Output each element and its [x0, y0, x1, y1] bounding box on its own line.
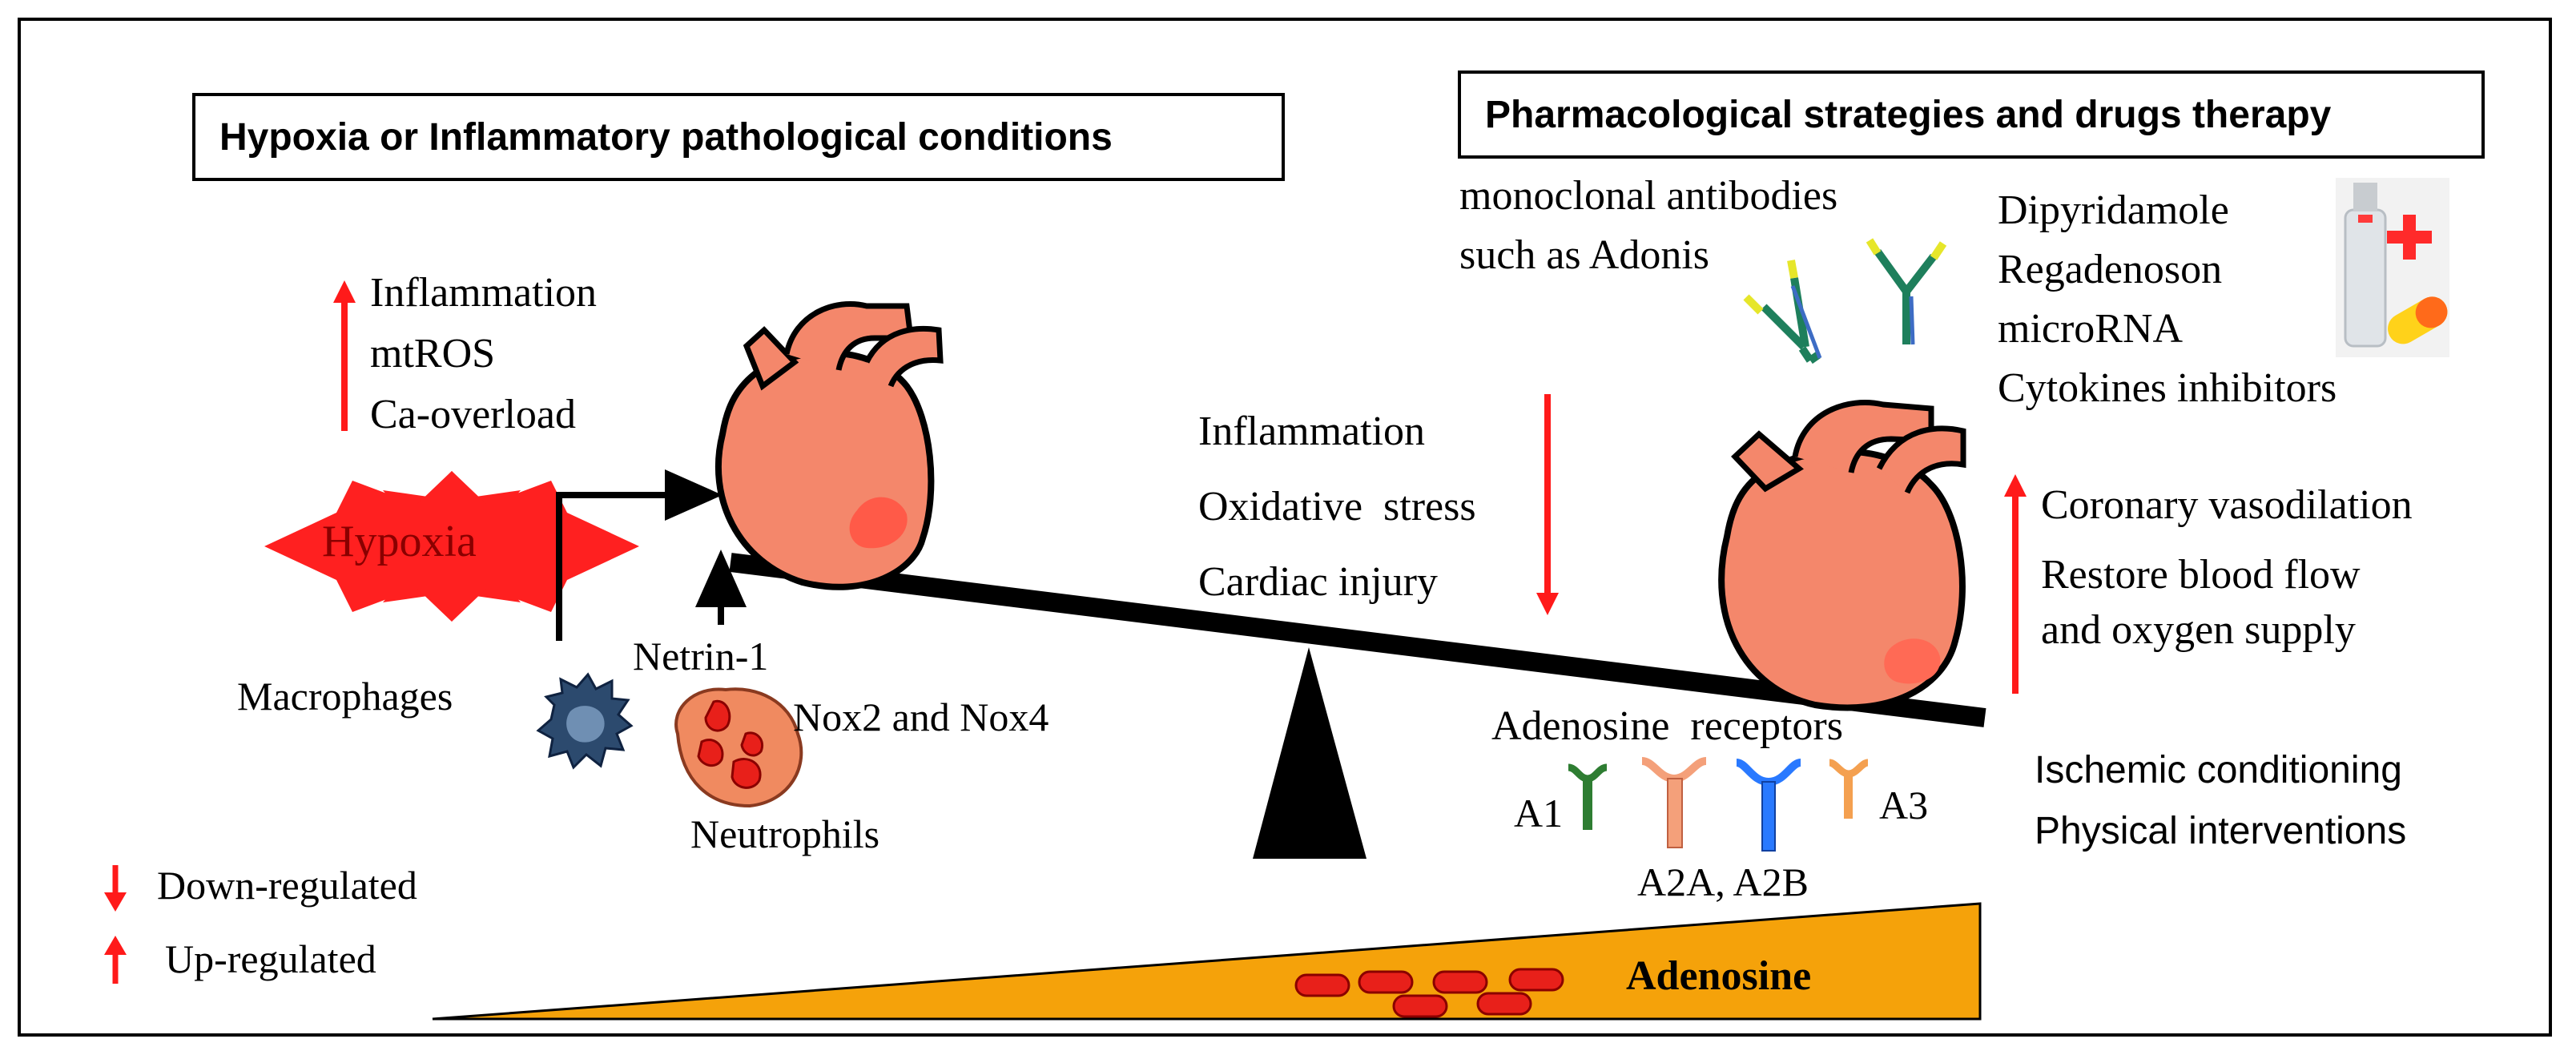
neutrophil-icon: [674, 687, 803, 808]
legend-down-label: Down-regulated: [157, 863, 417, 908]
list-item: Physical interventions: [2035, 810, 2407, 852]
left-header-box: Hypoxia or Inflammatory pathological con…: [192, 93, 1285, 181]
legend-down-arrow-head: [104, 892, 127, 912]
right-header: Pharmacological strategies and drugs the…: [1485, 93, 2332, 136]
list-item: Inflammation: [370, 270, 598, 316]
heart-icon: [714, 301, 944, 590]
macrophage-icon: [536, 672, 634, 770]
list-item: Dipyridamole: [1998, 187, 2229, 233]
receptor-icon: [1641, 757, 1707, 848]
red-blood-cell-icon: [1476, 992, 1532, 1016]
heart-icon: [1718, 400, 1966, 711]
list-item: Restore blood flow: [2041, 552, 2361, 598]
neutrophils-label: Neutrophils: [690, 811, 880, 856]
list-item: Oxidative stress: [1198, 484, 1476, 530]
red-blood-cell-icon: [1432, 970, 1488, 994]
list-item: Ca-overload: [370, 392, 577, 437]
left-header: Hypoxia or Inflammatory pathological con…: [219, 115, 1113, 159]
up-arrow-head: [333, 280, 356, 303]
hypoxia-star-wide: [264, 471, 639, 622]
drug-list: Dipyridamole Regadenoson microRNA Cytoki…: [1998, 181, 2337, 418]
adenosine-gradient-wedge: [432, 902, 1982, 1021]
receptor-a1-label: A1: [1514, 791, 1564, 836]
left-up-list: Inflammation mtROS Ca-overload: [370, 263, 597, 445]
right-header-box: Pharmacological strategies and drugs the…: [1458, 70, 2485, 159]
receptor-icon: [1735, 759, 1802, 852]
adenosine-label: Adenosine: [1626, 953, 1812, 999]
list-item: mtROS: [370, 331, 496, 376]
antibodies-text: monoclonal antibodies such as Adonis: [1459, 167, 1837, 285]
right-up-list: Coronary vasodilation Restore blood flow…: [2041, 482, 2413, 654]
list-item: microRNA: [1998, 306, 2184, 352]
antibody-icon: [1866, 238, 1947, 345]
list-item: Coronary vasodilation: [2041, 482, 2413, 528]
antibody-icon: [1743, 260, 1822, 364]
list-item: Cardiac injury: [1198, 559, 1438, 605]
nox-label: Nox2 and Nox4: [793, 695, 1049, 739]
center-down-list: Inflammation Oxidative stress Cardiac in…: [1198, 394, 1476, 620]
list-item: Inflammation: [1198, 409, 1426, 454]
antibodies-line: such as Adonis: [1459, 232, 1709, 278]
down-arrow-head: [1536, 593, 1559, 615]
receptors-title: Adenosine receptors: [1491, 703, 1843, 749]
list-item: Ischemic conditioning: [2035, 749, 2402, 791]
red-blood-cell-icon: [1294, 973, 1350, 997]
receptor-icon: [1829, 759, 1869, 819]
red-arrows: [104, 280, 2027, 984]
receptor-icon: [1568, 763, 1608, 830]
red-blood-cell-icon: [1508, 968, 1564, 992]
netrin-label: Netrin-1: [633, 634, 769, 678]
red-blood-cell-icon: [1358, 970, 1414, 994]
receptor-a2ab-label: A2A, A2B: [1637, 860, 1809, 904]
macrophages-label: Macrophages: [237, 674, 453, 719]
up-arrow-head: [2004, 474, 2027, 497]
red-blood-cells-group: [1294, 968, 1564, 1018]
figure-border: [18, 18, 2552, 1037]
hypoxia-label: Hypoxia: [322, 517, 477, 566]
drug-vial-icon: [2336, 178, 2449, 357]
list-item: Regadenoson: [1998, 247, 2223, 292]
legend-up-arrow-head: [104, 936, 127, 955]
legend-up-label: Up-regulated: [165, 936, 376, 981]
receptor-a3-label: A3: [1879, 783, 1929, 827]
red-blood-cell-icon: [1392, 994, 1448, 1018]
conditioning-list: Ischemic conditioning Physical intervent…: [2035, 740, 2406, 862]
list-item: and oxygen supply: [2041, 607, 2356, 654]
list-item: Cytokines inhibitors: [1998, 365, 2337, 411]
seesaw-fulcrum-icon: [1253, 647, 1366, 859]
antibodies-line: monoclonal antibodies: [1459, 173, 1838, 219]
